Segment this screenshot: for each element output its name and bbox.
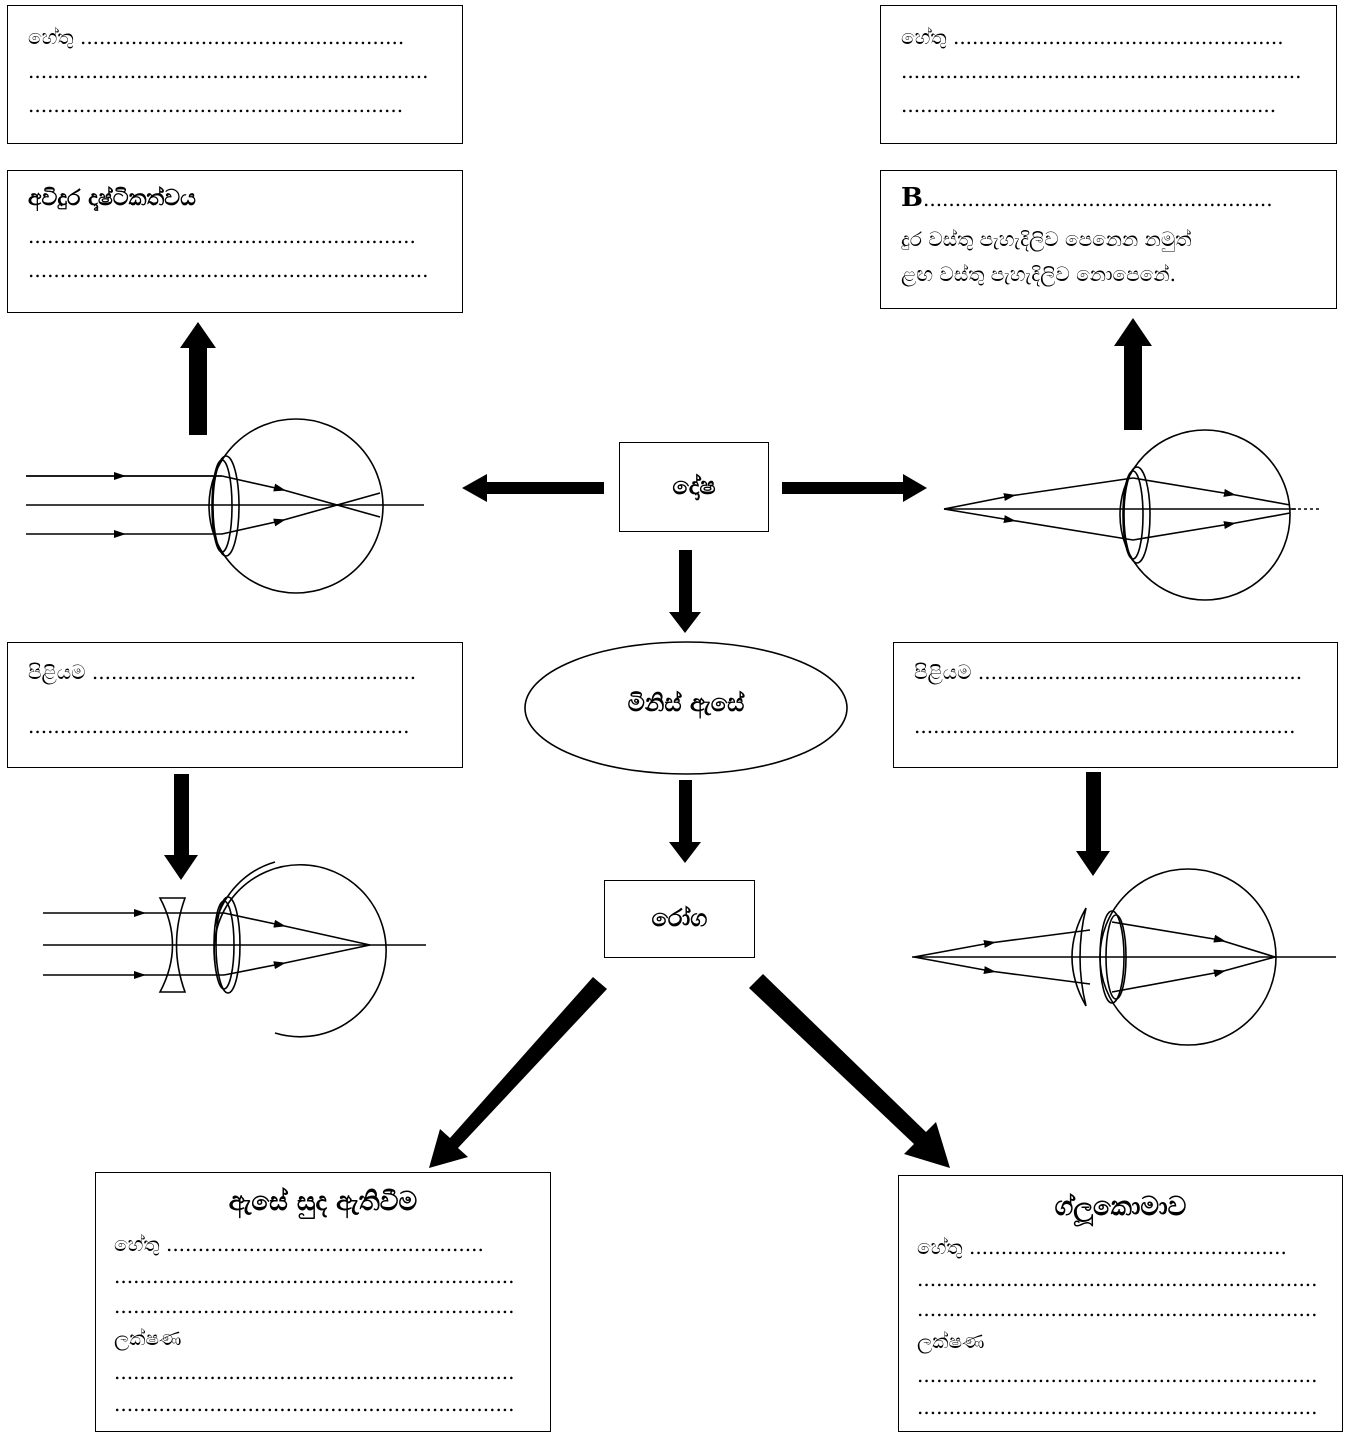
hyperopia-description-2: ළඟ වස්තු පැහැදිලිව නොපෙනේ. xyxy=(901,262,1176,286)
myopia-box: අවිදුර දෘෂ්ටිකත්වය .....................… xyxy=(7,170,463,313)
causes-line-3: ........................................… xyxy=(28,93,404,117)
defects-box: දෝෂ xyxy=(619,442,769,532)
cataract-cause-line: හේතු ...................................… xyxy=(114,1232,484,1256)
top-left-causes-box: හේතු ...................................… xyxy=(7,5,463,144)
remedy-line-2: ........................................… xyxy=(914,714,1296,738)
myopia-eye-diagram xyxy=(26,418,424,594)
glaucoma-line-2: ........................................… xyxy=(917,1267,1318,1291)
glaucoma-line-5: ........................................… xyxy=(917,1395,1318,1419)
hyperopia-description-1: දුර වස්තු පැහැදිලිව පෙනෙන නමුත් xyxy=(901,227,1192,251)
glaucoma-line-3: ........................................… xyxy=(917,1297,1318,1321)
cataract-box: ඇසේ සුද ඇතිවීම හේතු ....................… xyxy=(95,1172,551,1432)
arrow-left-from-defects xyxy=(462,474,604,502)
glaucoma-symptoms-label: ලක්ෂණ xyxy=(917,1329,985,1353)
myopia-line-1: ........................................… xyxy=(28,224,416,248)
human-eye-oval xyxy=(524,641,848,775)
hyperopia-eye-diagram xyxy=(943,429,1320,601)
arrow-down-eye-to-diseases xyxy=(669,780,701,863)
myopia-title: අවිදුර දෘෂ්ටිකත්වය xyxy=(28,185,196,211)
block-arrows xyxy=(164,318,1152,1168)
arrow-diagonal-to-cataract xyxy=(429,977,607,1168)
cataract-line-2: ........................................… xyxy=(114,1264,515,1288)
diseases-box: රෝග xyxy=(604,880,755,958)
causes-line-2: ........................................… xyxy=(901,59,1302,83)
remedy-line-2: ........................................… xyxy=(28,714,410,738)
arrow-up-left xyxy=(180,322,216,435)
arrow-down-left-remedy xyxy=(164,774,198,880)
cataract-title: ඇසේ සුද ඇතිවීම xyxy=(228,1187,418,1217)
glaucoma-title: ග්ලූකොමාව xyxy=(1054,1192,1187,1222)
remedy-line-1: පිළියම .................................… xyxy=(914,660,1303,684)
arrow-down-defects-to-eye xyxy=(669,550,701,633)
causes-line-2: ........................................… xyxy=(28,59,429,83)
corrected-hyperopia-eye-diagram xyxy=(912,868,1336,1046)
glaucoma-line-4: ........................................… xyxy=(917,1363,1318,1387)
arrow-diagonal-to-glaucoma xyxy=(749,974,950,1168)
myopia-line-2: ........................................… xyxy=(28,258,429,282)
glaucoma-cause-line: හේතු ...................................… xyxy=(917,1235,1287,1259)
cataract-line-5: ........................................… xyxy=(114,1392,515,1416)
hyperopia-heading: B.......................................… xyxy=(901,185,1273,212)
right-remedy-box: පිළියම .................................… xyxy=(893,642,1338,768)
causes-line-1: හේතු ...................................… xyxy=(28,25,405,49)
arrow-up-right xyxy=(1114,318,1152,430)
glaucoma-box: ග්ලූකොමාව හේතු .........................… xyxy=(898,1175,1343,1432)
causes-line-3: ........................................… xyxy=(901,93,1277,117)
arrow-down-right-remedy xyxy=(1076,772,1110,876)
arrow-right-from-defects xyxy=(782,474,927,502)
cataract-symptoms-label: ලක්ෂණ xyxy=(114,1326,182,1350)
left-remedy-box: පිළියම .................................… xyxy=(7,642,463,768)
remedy-line-1: පිළියම .................................… xyxy=(28,660,417,684)
top-right-causes-box: හේතු ...................................… xyxy=(880,5,1337,144)
causes-line-1: හේතු ...................................… xyxy=(901,25,1284,49)
defects-label: දෝෂ xyxy=(672,471,716,500)
hyperopia-box: B.......................................… xyxy=(880,170,1337,309)
human-eye-label: මිනිස් ඇසේ xyxy=(627,688,745,717)
corrected-myopia-eye-diagram xyxy=(43,861,426,1038)
cataract-line-4: ........................................… xyxy=(114,1360,515,1384)
diseases-label: රෝග xyxy=(651,903,708,932)
cataract-line-3: ........................................… xyxy=(114,1294,515,1318)
